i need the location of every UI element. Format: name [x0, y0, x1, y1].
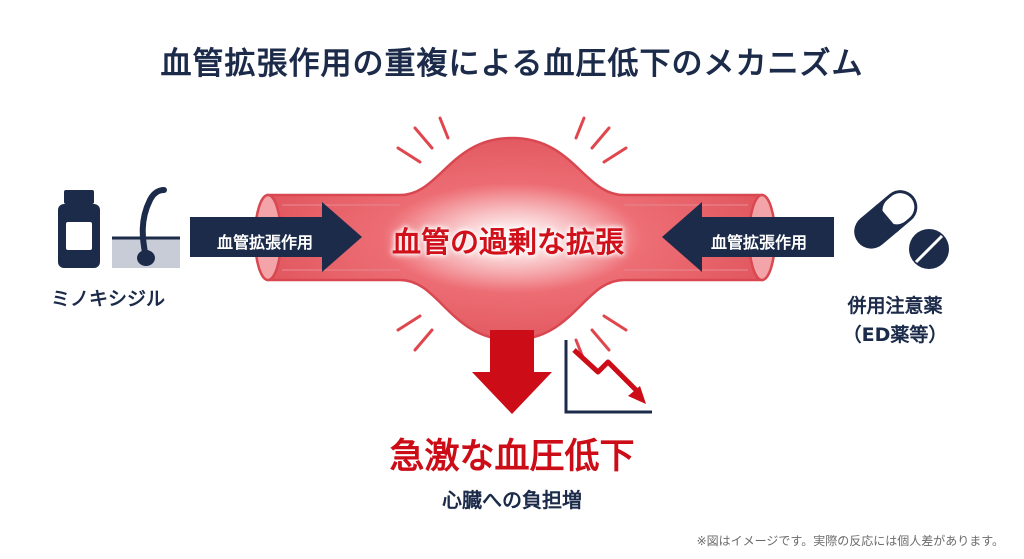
medicine-bottle-icon	[58, 190, 100, 268]
right-arrow-label: 血管拡張作用	[710, 233, 807, 252]
down-arrow	[472, 330, 552, 414]
result-title: 急激な血圧低下	[389, 437, 635, 477]
contraindicated-drug-example: （ED薬等）	[842, 324, 948, 346]
minoxidil-label: ミノキシジル	[50, 288, 165, 310]
left-arrow-label: 血管拡張作用	[216, 233, 313, 252]
tablet-icon	[909, 229, 949, 269]
left-arrow	[190, 202, 362, 272]
footnote: ※図はイメージです。実際の反応には個人差があります。	[696, 534, 1004, 548]
hair-follicle-icon	[112, 187, 180, 268]
pill-capsule-icon	[854, 190, 918, 249]
vessel-dilation-text: 血管の過剰な拡張	[391, 225, 624, 259]
right-arrow	[662, 202, 834, 272]
decline-chart-icon	[564, 340, 652, 414]
page-title: 血管拡張作用の重複による血圧低下のメカニズム	[160, 46, 864, 82]
contraindicated-drug-label: 併用注意薬	[847, 295, 943, 317]
blood-vessel	[253, 136, 777, 342]
result-subtitle: 心臓への負担増	[442, 488, 582, 512]
